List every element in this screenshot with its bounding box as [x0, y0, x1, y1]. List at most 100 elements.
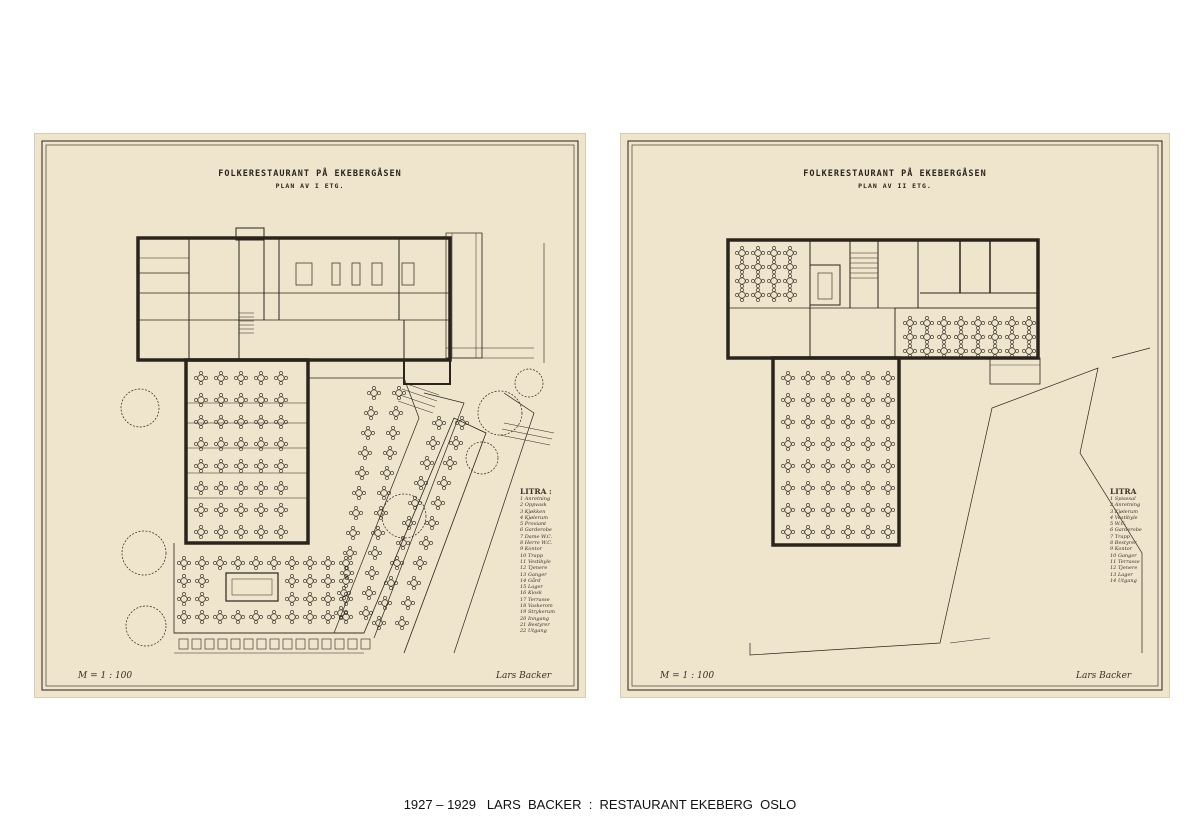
table-group	[194, 503, 208, 517]
table-group	[274, 437, 288, 451]
legend-title: LITRA :	[520, 487, 552, 496]
table-group	[346, 526, 360, 540]
table-group	[177, 556, 191, 570]
table-group	[234, 459, 248, 473]
table-group	[881, 371, 895, 385]
table-group	[195, 610, 209, 624]
table-group	[359, 606, 373, 620]
table-group	[801, 525, 815, 539]
table-group	[355, 466, 369, 480]
table-group	[362, 586, 376, 600]
table-group	[783, 274, 797, 288]
table-group	[383, 446, 397, 460]
table-group	[321, 610, 335, 624]
table-group	[1022, 316, 1036, 330]
table-group	[274, 525, 288, 539]
table-group	[920, 316, 934, 330]
drawing-title: FOLKERESTAURANT PÅ EKEBERGÅSEN	[218, 169, 402, 179]
legend-item: 11 Terrasse	[1110, 558, 1140, 565]
legend-title: LITRA	[1110, 487, 1137, 496]
bench	[269, 638, 280, 650]
table-group	[254, 459, 268, 473]
table-group	[303, 574, 317, 588]
table-group	[431, 496, 445, 510]
table-group	[988, 344, 1002, 358]
table-group	[380, 466, 394, 480]
table-group	[801, 393, 815, 407]
image-caption: 1927 – 1929 LARS BACKER : RESTAURANT EKE…	[403, 797, 797, 812]
bench	[243, 638, 254, 650]
table-group	[988, 316, 1002, 330]
table-group	[352, 486, 366, 500]
table-group	[735, 246, 749, 260]
signature: Lars Backer	[1076, 671, 1132, 681]
table-group	[1005, 316, 1019, 330]
table-group	[425, 516, 439, 530]
table-group	[195, 556, 209, 570]
table-group	[1022, 344, 1036, 358]
table-group	[861, 525, 875, 539]
table-group	[841, 437, 855, 451]
table-group	[1005, 344, 1019, 358]
table-group	[821, 393, 835, 407]
table-group	[321, 556, 335, 570]
table-group	[194, 393, 208, 407]
table-group	[861, 371, 875, 385]
table-group	[881, 437, 895, 451]
table-group	[783, 288, 797, 302]
signature: Lars Backer	[496, 671, 552, 681]
bench	[204, 638, 215, 650]
table-group	[881, 459, 895, 473]
legend-item: 21 Bestyrer	[520, 621, 550, 628]
table-group	[751, 274, 765, 288]
table-group	[254, 415, 268, 429]
table-group	[234, 481, 248, 495]
legend-item: 6 Garderobe	[1110, 527, 1142, 534]
legend-item: 20 Inngang	[520, 615, 549, 622]
table-group	[214, 415, 228, 429]
table-group	[781, 437, 795, 451]
table-group	[195, 592, 209, 606]
table-group	[194, 459, 208, 473]
table-group	[801, 415, 815, 429]
table-group	[881, 415, 895, 429]
table-group	[337, 586, 351, 600]
table-group	[735, 288, 749, 302]
table-group	[455, 416, 469, 430]
table-group	[389, 406, 403, 420]
table-group	[801, 371, 815, 385]
table-group	[395, 616, 409, 630]
table-group	[801, 459, 815, 473]
table-group	[420, 456, 434, 470]
table-group	[254, 525, 268, 539]
table-group	[254, 503, 268, 517]
table-group	[386, 426, 400, 440]
table-group	[194, 415, 208, 429]
scale-note: M = 1 : 100	[78, 671, 133, 681]
table-group	[881, 393, 895, 407]
table-group	[903, 316, 917, 330]
table-group	[234, 415, 248, 429]
legend-item: 7 Dame W.C.	[520, 533, 553, 540]
table-group	[274, 393, 288, 407]
table-group	[367, 386, 381, 400]
table-group	[903, 330, 917, 344]
table-group	[841, 503, 855, 517]
legend-item: 4 Kjølerum	[520, 514, 548, 521]
table-group	[821, 525, 835, 539]
table-group	[377, 486, 391, 500]
bench	[334, 638, 345, 650]
table-group	[821, 415, 835, 429]
table-group	[303, 556, 317, 570]
legend-item: 2 Oppvask	[520, 502, 547, 509]
table-group	[339, 556, 353, 570]
table-group	[1022, 330, 1036, 344]
legend-item: 3 Kjøkken	[520, 508, 546, 515]
table-group	[413, 556, 427, 570]
legend-item: 10 Ganger	[1110, 552, 1137, 559]
table-group	[735, 274, 749, 288]
table-group	[781, 503, 795, 517]
legend-item: 4 Vestibyle	[1110, 514, 1138, 521]
table-group	[254, 393, 268, 407]
